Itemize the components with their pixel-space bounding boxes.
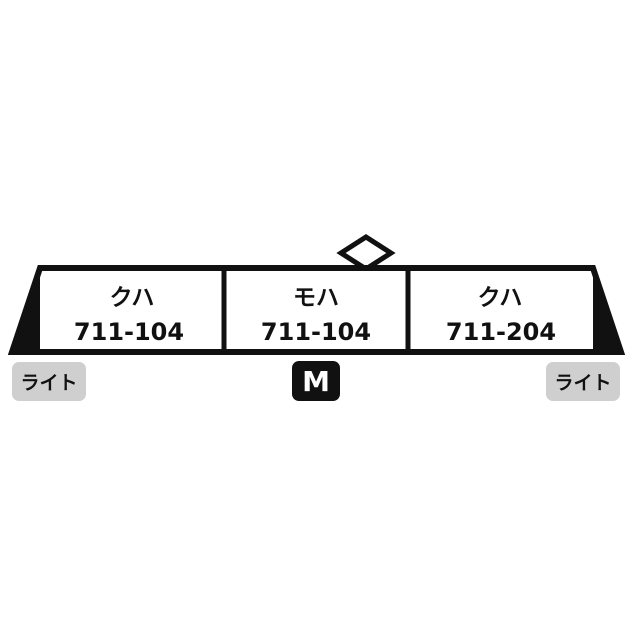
car-2-number: 711-104 (261, 318, 371, 346)
light-badge-left: ライト (12, 362, 86, 401)
car-3-type: クハ (478, 285, 523, 311)
motor-badge-label: M (302, 365, 330, 398)
car-2-type: モハ (293, 285, 339, 311)
motor-badge: M (292, 361, 340, 401)
pantograph-icon (336, 234, 396, 272)
car-3-number: 711-204 (446, 318, 556, 346)
car-1-type: クハ (110, 285, 155, 311)
car-1-number: 711-104 (74, 318, 184, 346)
light-label-right: ライト (554, 372, 611, 394)
cab-right-icon (593, 268, 621, 352)
light-label-left: ライト (20, 372, 77, 394)
light-badge-right: ライト (546, 362, 620, 401)
cab-left-icon (12, 268, 40, 352)
